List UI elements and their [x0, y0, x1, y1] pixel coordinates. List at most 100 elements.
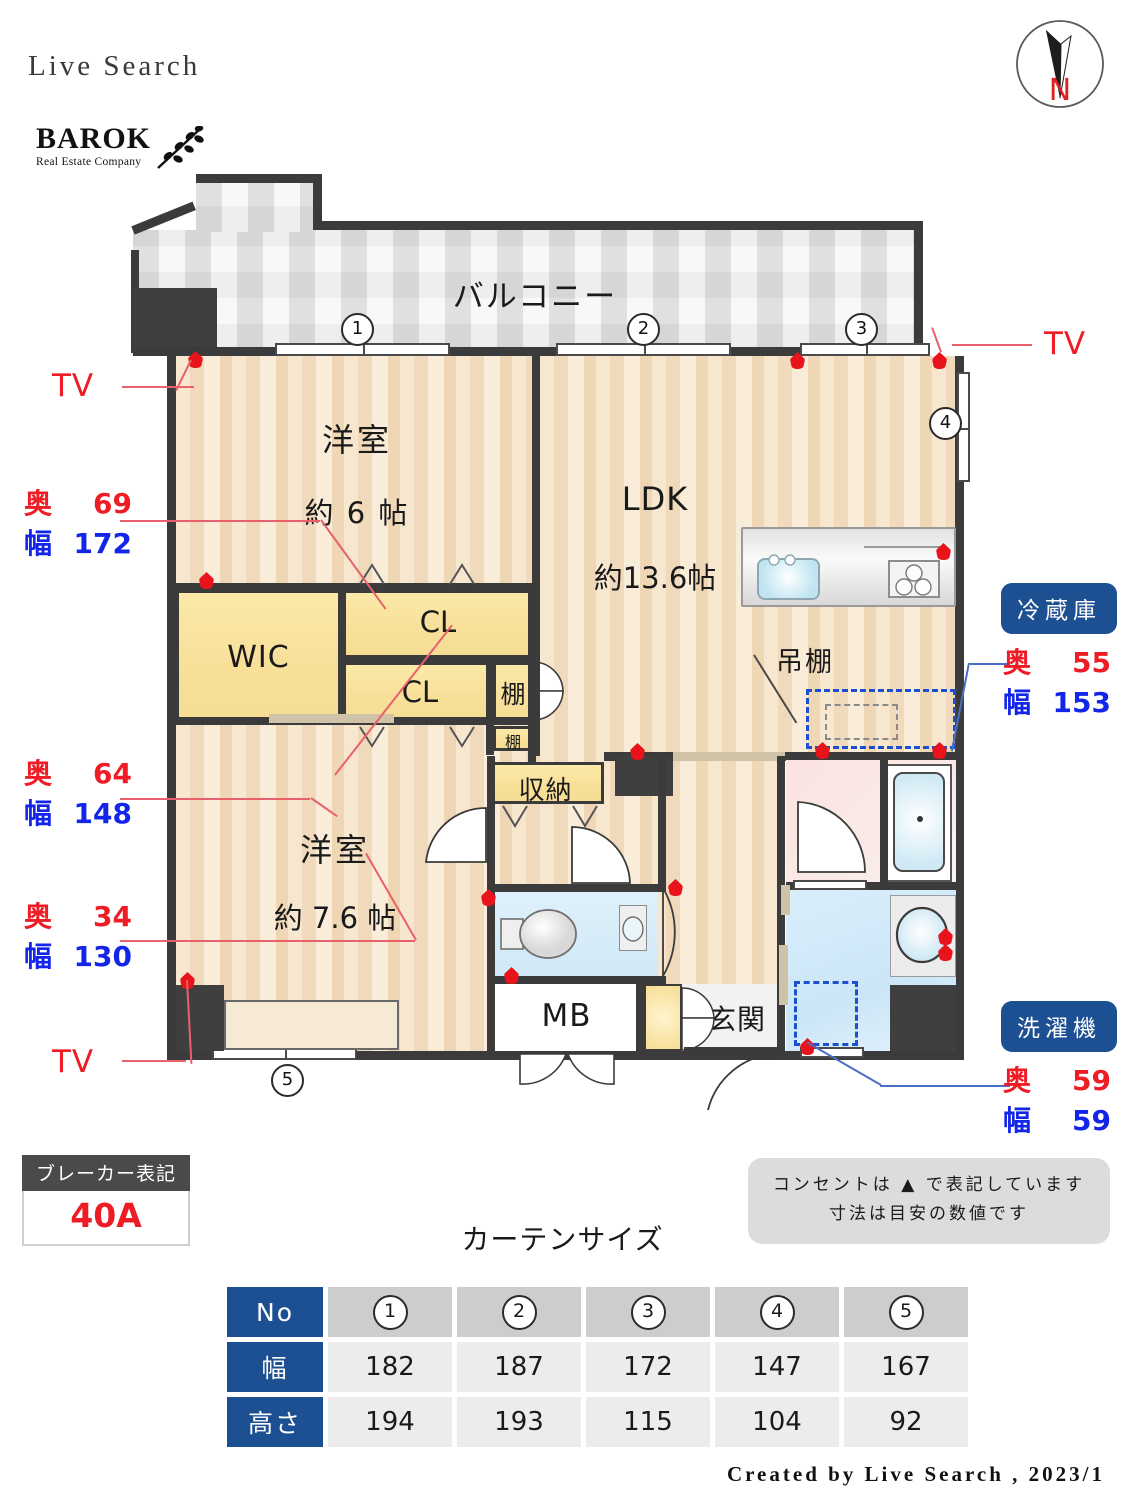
curtain-no-cell: 2	[457, 1287, 581, 1337]
refrigerator-badge: 冷蔵庫	[1003, 585, 1115, 632]
fridge-width-label: 幅	[1003, 686, 1032, 719]
hand-sink-bowl-icon	[622, 916, 644, 942]
storage-cl-upper-label: CL	[419, 605, 457, 639]
leader-fridge	[970, 663, 1010, 665]
closet-door-chevrons-bottom	[359, 726, 475, 748]
curtain-no-2: 2	[501, 1295, 537, 1330]
washing-machine-space	[794, 981, 858, 1046]
olive-branch-icon	[157, 126, 204, 169]
outlet-marker	[481, 889, 496, 906]
window-number-3: 3	[845, 313, 878, 346]
closet-wall-mid	[343, 655, 538, 663]
bathtub-basin	[893, 772, 945, 872]
lower-left-counter	[224, 1000, 399, 1050]
curtain-header-no: No	[227, 1287, 323, 1337]
outlet-marker	[199, 572, 214, 589]
leader-dim-2	[120, 798, 310, 800]
room-label-bedroom-76-name: 洋室	[299, 831, 370, 869]
wall-hall-vert-1	[658, 756, 666, 886]
washer-depth-value: 59	[1072, 1064, 1111, 1097]
washer-depth-label: 奥	[1003, 1064, 1032, 1097]
entrance-step-block	[644, 984, 682, 1051]
hanging-cabinet-label: 吊棚	[776, 647, 834, 678]
hallway-door-frame	[779, 945, 788, 1005]
kitchen-counter-edge-line	[864, 546, 942, 548]
outlet-marker	[188, 351, 203, 368]
closet-wall-wic-bottom	[176, 717, 341, 725]
curtain-height-4: 104	[715, 1397, 839, 1447]
mb-label: MB	[541, 998, 592, 1034]
fridge-depth-label: 奥	[1003, 646, 1032, 679]
fridge-width-value: 153	[1052, 686, 1111, 719]
leader-tv-left-bottom	[122, 1060, 186, 1062]
curtain-width-3: 172	[586, 1342, 710, 1392]
window-number-5: 5	[271, 1064, 304, 1097]
room-floor-bedroom-6	[176, 356, 535, 583]
bathroom-wall-tub-divider	[880, 760, 888, 886]
entrance-threshold	[684, 1047, 779, 1054]
shunou-door-chevrons	[502, 805, 598, 828]
entrance-closet-door-swing	[681, 987, 715, 1051]
refrigerator-space	[806, 689, 956, 749]
leader-dim-1	[120, 520, 320, 522]
storage-closet-shunou-label: 収納	[518, 776, 573, 806]
tv-label-right-top: TV	[1044, 326, 1087, 362]
curtain-size-title: カーテンサイズ	[461, 1223, 664, 1256]
curtain-no-cell: 1	[328, 1287, 452, 1337]
table-row-height: 高さ 194 193 115 104 92	[227, 1397, 968, 1447]
toilet-wall-top	[487, 884, 666, 892]
balcony-area-upper	[196, 180, 316, 232]
outlet-marker	[790, 352, 805, 369]
dim-1-width-value: 172	[73, 527, 132, 560]
curtain-height-3: 115	[586, 1397, 710, 1447]
dim-2-width-label: 幅	[24, 797, 53, 830]
breaker-title: ブレーカー表記	[22, 1155, 190, 1191]
curtain-header-height: 高さ	[227, 1397, 323, 1447]
toilet-wall-bottom	[487, 976, 666, 984]
balcony-area	[133, 230, 923, 350]
lower-left-block	[176, 985, 224, 1051]
storage-wic-label: WIC	[227, 640, 290, 675]
outlet-marker	[504, 967, 519, 984]
curtain-no-cell: 5	[844, 1287, 968, 1337]
tv-label-left-bottom: TV	[52, 1044, 95, 1080]
storage-shelf-1-label: 棚	[500, 680, 526, 709]
outlet-marker	[630, 743, 645, 760]
barok-logo-subtitle: Real Estate Company	[36, 156, 142, 168]
room-label-bedroom-76-size: 約 7.6 帖	[273, 901, 397, 935]
curtain-height-2: 193	[457, 1397, 581, 1447]
breaker-value: 40A	[22, 1191, 190, 1246]
room-label-ldk-name: LDK	[621, 480, 689, 518]
outlet-marker	[932, 352, 947, 369]
mb-double-door-swing	[519, 1053, 615, 1085]
washroom-door-frame	[781, 885, 790, 915]
outlet-marker	[800, 1038, 815, 1055]
floorplan-drawing: バルコニー 1 2 3 4 5 洋室 約 6 帖 LDK 約13.6帖 洋室 約…	[120, 174, 1032, 1111]
outlet-marker	[932, 742, 947, 759]
compass-north-label: N	[1049, 73, 1071, 108]
storage-shelf-1	[493, 662, 533, 724]
dim-3-depth-label: 奥	[24, 900, 53, 933]
balcony-wall-step	[313, 174, 322, 226]
table-row-no: No 1 2 3 4 5	[227, 1287, 968, 1337]
note-line-2: 寸法は目安の数値です	[829, 1203, 1029, 1224]
note-box: コンセントは ▲ で表記しています 寸法は目安の数値です	[748, 1158, 1110, 1244]
unit-wall-north	[133, 347, 923, 356]
curtain-no-1: 1	[372, 1295, 408, 1330]
wall-hall-vert-left	[487, 756, 495, 1056]
leader-dim-3	[120, 940, 415, 942]
outlet-marker	[938, 928, 953, 945]
washroom-corner-block	[890, 985, 956, 1051]
compass-rose: N	[1014, 18, 1106, 110]
mb-room	[495, 984, 638, 1051]
outlet-marker	[936, 543, 951, 560]
storage-cl-lower	[343, 662, 491, 724]
dim-2-depth-label: 奥	[24, 757, 53, 790]
entrance-front-door-swing	[707, 1053, 776, 1111]
bedroom-76-door-swing	[425, 807, 487, 863]
unit-wall-west	[167, 347, 176, 1059]
